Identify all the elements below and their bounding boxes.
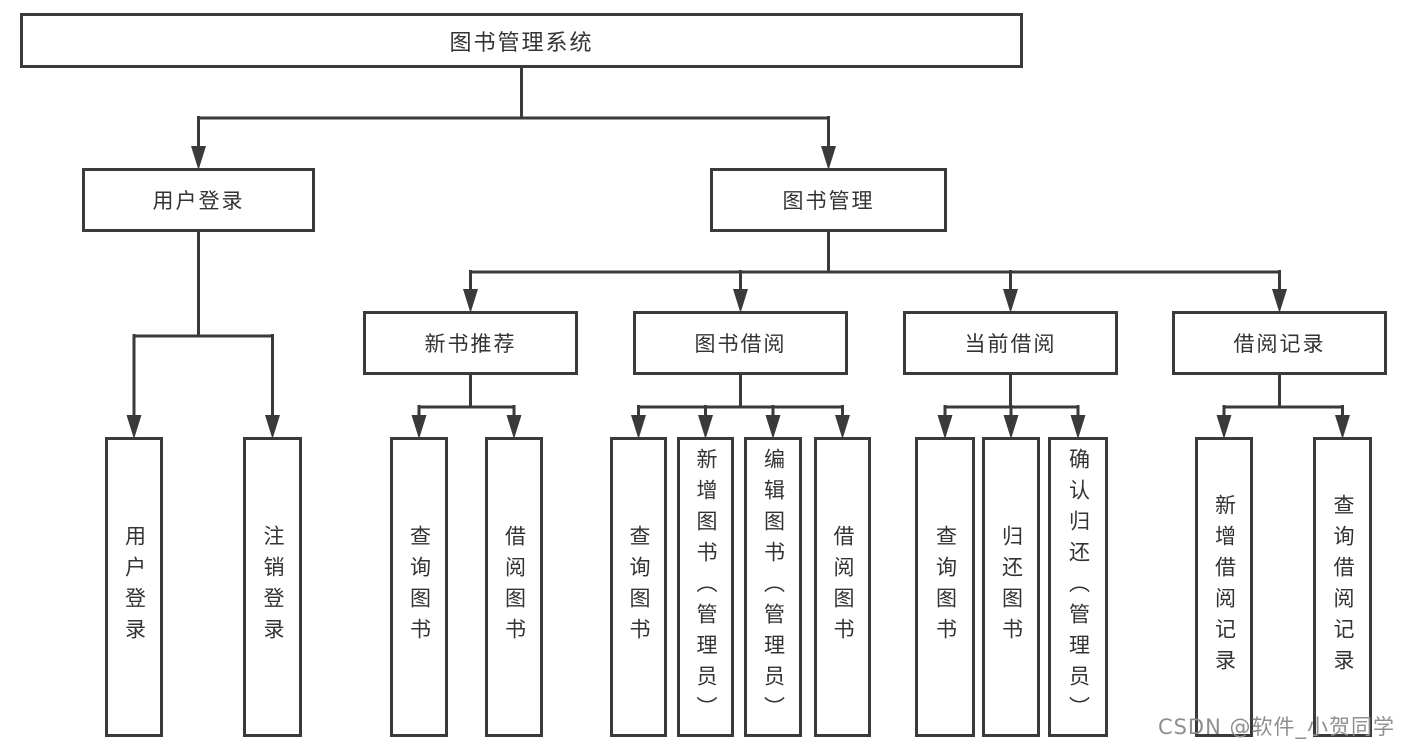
leaf-return-book: 归还图书	[982, 437, 1040, 737]
connector-root	[191, 66, 836, 170]
leaf-query-books-current: 查询图书	[915, 437, 975, 737]
node-user-login: 用户登录	[82, 168, 315, 232]
leaf-query-books-borrow-label: 查询图书	[627, 525, 651, 649]
leaf-add-book-admin: 新增图书（管理员）	[677, 437, 734, 737]
leaf-add-borrow-record-label: 新增借阅记录	[1212, 494, 1237, 680]
node-new-book-recommend-label: 新书推荐	[424, 332, 517, 356]
leaf-add-borrow-record: 新增借阅记录	[1195, 437, 1253, 737]
node-borrow-records: 借阅记录	[1172, 311, 1387, 375]
node-book-borrow: 图书借阅	[633, 311, 848, 375]
leaf-confirm-return-admin: 确认归还（管理员）	[1048, 437, 1108, 737]
node-current-borrow-label: 当前借阅	[964, 332, 1057, 356]
node-book-management: 图书管理	[710, 168, 947, 232]
leaf-return-book-label: 归还图书	[999, 525, 1024, 649]
leaf-query-books-recommend: 查询图书	[390, 437, 448, 737]
leaf-logout: 注销登录	[243, 437, 302, 737]
node-book-borrow-label: 图书借阅	[694, 332, 787, 356]
node-root: 图书管理系统	[20, 13, 1023, 68]
leaf-borrow-books-recommend: 借阅图书	[485, 437, 543, 737]
leaf-query-books-recommend-label: 查询图书	[407, 525, 432, 649]
leaf-confirm-return-admin-label: 确认归还（管理员）	[1066, 447, 1091, 727]
leaf-query-books-current-label: 查询图书	[933, 525, 958, 649]
node-user-login-label: 用户登录	[152, 189, 245, 213]
leaf-query-borrow-record: 查询借阅记录	[1313, 437, 1372, 737]
leaf-borrow-books-recommend-label: 借阅图书	[502, 525, 527, 649]
node-current-borrow: 当前借阅	[903, 311, 1118, 375]
connector-user-login	[126, 230, 280, 439]
leaf-add-book-admin-label: 新增图书（管理员）	[694, 447, 718, 727]
node-new-book-recommend: 新书推荐	[363, 311, 578, 375]
leaf-borrow-books-borrow: 借阅图书	[814, 437, 871, 737]
connector-new-book-recommend	[411, 373, 522, 439]
watermark: CSDN @软件_小贺同学	[1157, 715, 1395, 739]
node-borrow-records-label: 借阅记录	[1233, 332, 1326, 356]
leaf-user-login: 用户登录	[105, 437, 163, 737]
leaf-user-login-label: 用户登录	[122, 525, 147, 649]
leaf-edit-book-admin-label: 编辑图书（管理员）	[761, 447, 786, 727]
connector-current-borrow	[937, 373, 1086, 439]
leaf-logout-label: 注销登录	[261, 525, 285, 649]
leaf-borrow-books-borrow-label: 借阅图书	[831, 525, 855, 649]
connector-book-management	[463, 230, 1287, 313]
connector-borrow-records	[1216, 373, 1350, 439]
leaf-query-borrow-record-label: 查询借阅记录	[1331, 494, 1355, 680]
node-root-label: 图书管理系统	[449, 30, 594, 56]
leaf-query-books-borrow: 查询图书	[610, 437, 667, 737]
node-book-management-label: 图书管理	[782, 189, 875, 213]
leaf-edit-book-admin: 编辑图书（管理员）	[744, 437, 802, 737]
connector-book-borrow	[631, 373, 850, 439]
